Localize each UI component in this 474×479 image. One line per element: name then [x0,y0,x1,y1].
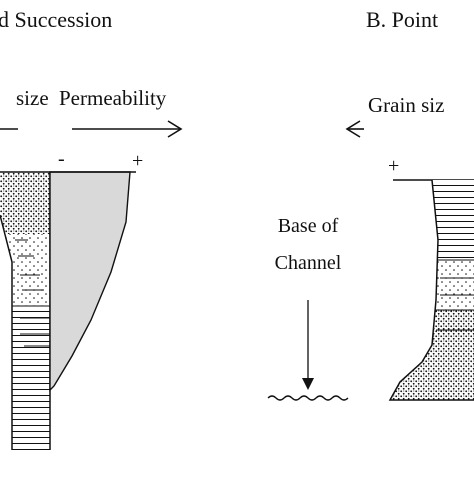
panel-a-plus-sign: + [132,150,144,172]
middle-sand-unit [390,260,474,310]
panel-b-lithology-column [390,180,474,400]
panel-a-minus-sign: - [58,148,65,170]
panel-b-title: B. Point [366,7,439,32]
panel-a-lithology-column [0,172,50,450]
base-of-channel-arrow [302,300,314,390]
base-of-channel-label-line1: Base of [277,215,339,237]
panel-b-grain-size-arrow [345,120,364,138]
panel-a-grain-size-label: size [16,86,49,110]
panel-a-column-left-edge [0,214,13,450]
panel-b-grain-size-label: Grain siz [368,93,445,117]
upper-laminated-unit [390,180,474,260]
panel-a-permeability-arrow [72,120,183,138]
panel-b-plus-sign: + [388,155,400,177]
permeability-profile [49,171,131,392]
basal-coarse-unit [390,310,474,400]
panel-a-title: d Succession [0,7,113,32]
panel-b-column-outline [388,179,474,401]
coarse-sand-unit [0,172,50,234]
base-of-channel-label-line2: Channel [274,252,342,274]
laminated-mud-unit [0,306,50,450]
channel-base-erosion-line [267,395,349,401]
panel-a-permeability-label: Permeability [59,86,167,110]
